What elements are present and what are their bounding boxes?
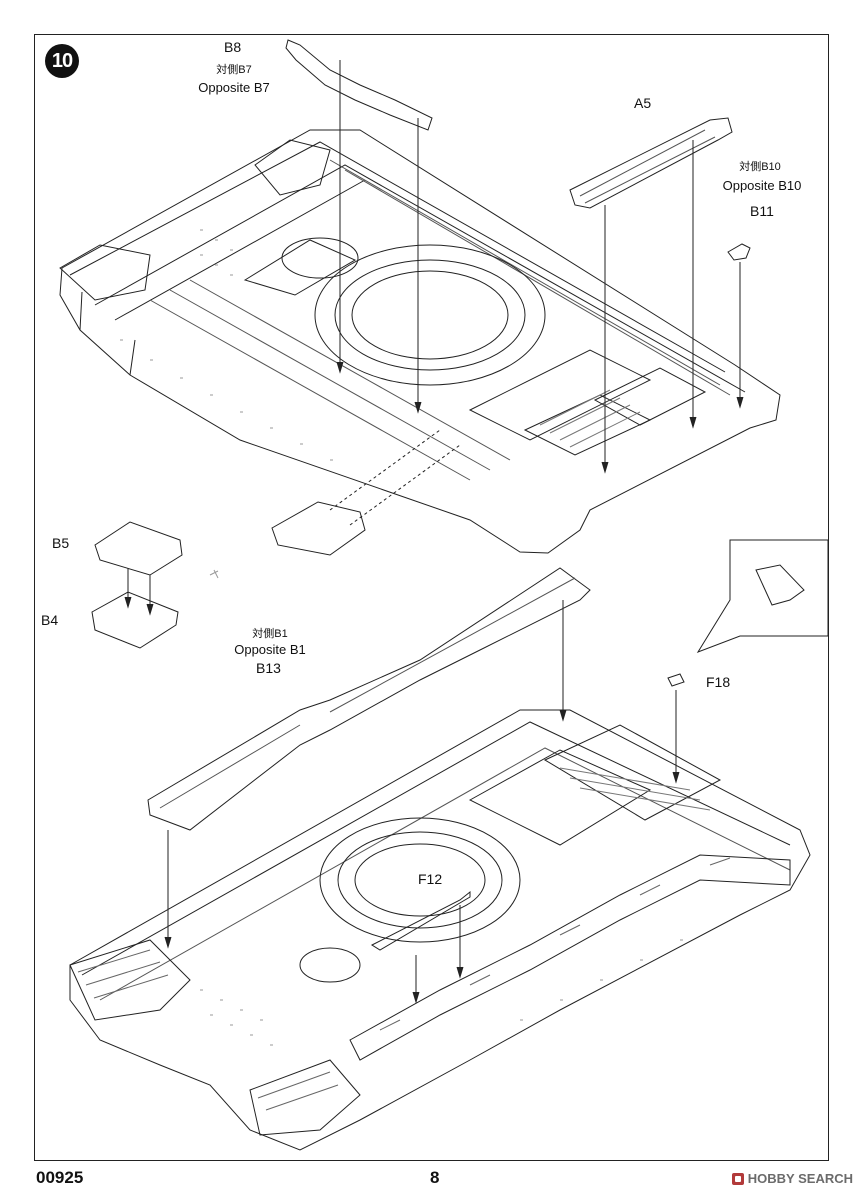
label-a5: A5 xyxy=(634,95,652,111)
watermark-text: HOBBY SEARCH xyxy=(747,1171,853,1186)
label-b8-opposite-en: Opposite B7 xyxy=(198,80,270,95)
part-a5-drawing xyxy=(569,117,733,474)
page-number: 8 xyxy=(430,1168,440,1187)
label-b13-opposite-jp: 対側B1 xyxy=(252,628,288,640)
removed-flap-drawing xyxy=(271,429,461,556)
product-code: 00925 xyxy=(36,1168,84,1187)
lower-hull-drawing xyxy=(69,709,811,1151)
label-b8-opposite-jp: 対側B7 xyxy=(216,64,252,76)
label-b4: B4 xyxy=(41,612,59,628)
label-b10-opposite-en: Opposite B10 xyxy=(722,178,802,193)
label-b5: B5 xyxy=(52,535,70,551)
part-b13-drawing xyxy=(147,567,591,949)
label-b11: B11 xyxy=(750,203,774,219)
label-b13: B13 xyxy=(256,660,281,676)
label-f18: F18 xyxy=(706,674,731,690)
label-b8: B8 xyxy=(224,39,242,55)
step-number-badge: 10 xyxy=(45,44,79,78)
watermark-logo-icon xyxy=(731,1172,744,1185)
part-b11-drawing xyxy=(727,243,751,409)
label-b13-opposite-en: Opposite B1 xyxy=(234,642,306,657)
part-b8-drawing xyxy=(285,39,433,414)
detail-inset-drawing xyxy=(696,539,829,653)
label-b10-opposite-jp: 対側B10 xyxy=(739,161,781,173)
label-f12: F12 xyxy=(418,871,443,887)
part-f12-drawing xyxy=(370,890,471,1004)
watermark: HOBBY SEARCH xyxy=(731,1171,853,1186)
upper-hull-top-drawing xyxy=(59,129,781,554)
part-b5-b4-drawing xyxy=(91,521,183,649)
